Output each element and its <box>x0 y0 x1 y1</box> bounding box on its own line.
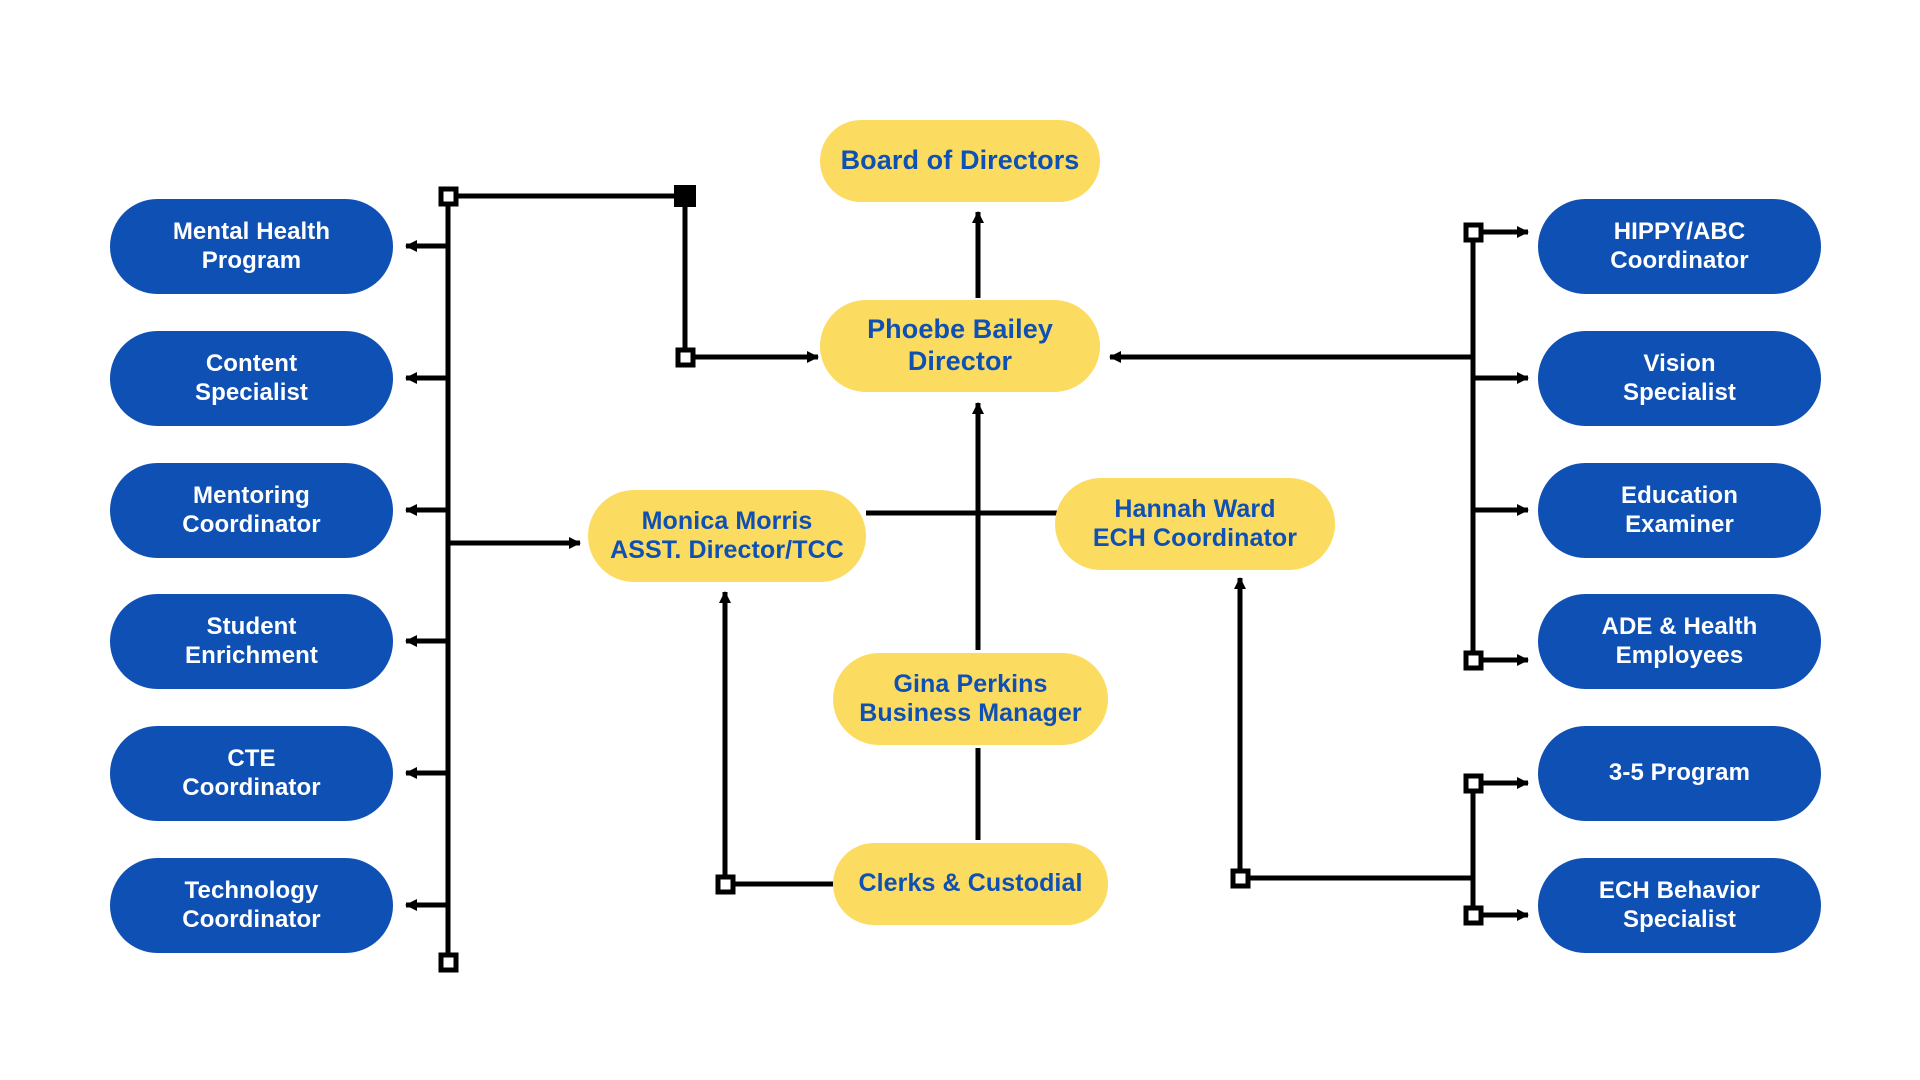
node-label-line2: Employees <box>1615 641 1744 669</box>
node-label-line1: Content <box>205 350 298 378</box>
node-gina-perkins[interactable]: Gina Perkins Business Manager <box>833 653 1108 745</box>
node-label-line1: CTE <box>227 745 276 773</box>
node-ade-health-employees[interactable]: ADE & Health Employees <box>1538 594 1821 689</box>
node-monica-morris[interactable]: Monica Morris ASST. Director/TCC <box>588 490 866 582</box>
endpoint-left-bus-elbow-top <box>674 185 696 207</box>
node-label-line2: Coordinator <box>1610 246 1749 274</box>
connector-endpoint-clerks-elbow <box>715 874 736 895</box>
node-label-line1: Student <box>206 613 297 641</box>
node-phoebe-bailey[interactable]: Phoebe Bailey Director <box>820 300 1100 392</box>
node-label-line1: ECH Behavior <box>1598 877 1761 905</box>
node-clerks-custodial[interactable]: Clerks & Custodial <box>833 843 1108 925</box>
endpoint-left-bus-elbow-bottom <box>675 347 696 368</box>
endpoint-left-bus-bottom <box>438 952 459 973</box>
node-label-line1: Clerks & Custodial <box>858 869 1083 898</box>
node-label-line2: Coordinator <box>182 905 321 933</box>
node-content-specialist[interactable]: Content Specialist <box>110 331 393 426</box>
node-hannah-ward[interactable]: Hannah Ward ECH Coordinator <box>1055 478 1335 570</box>
node-mentoring-coordinator[interactable]: Mentoring Coordinator <box>110 463 393 558</box>
node-label-line2: Specialist <box>1622 905 1737 933</box>
endpoint-right-bus-bottom <box>1463 650 1484 671</box>
node-label-line2: Program <box>201 246 302 274</box>
node-student-enrichment[interactable]: Student Enrichment <box>110 594 393 689</box>
node-education-examiner[interactable]: Education Examiner <box>1538 463 1821 558</box>
node-label-line1: Mentoring <box>193 482 310 510</box>
node-technology-coordinator[interactable]: Technology Coordinator <box>110 858 393 953</box>
endpoint-hannah-lower-elbow <box>1230 868 1251 889</box>
node-label-line1: HIPPY/ABC <box>1613 218 1746 246</box>
node-label-line1: Hannah Ward <box>1114 494 1276 523</box>
node-label-line2: Director <box>907 346 1013 376</box>
node-label-line1: Technology <box>184 877 319 905</box>
node-label-line1: 3-5 Program <box>1608 759 1751 787</box>
node-label-line1: ADE & Health <box>1601 613 1758 641</box>
node-label-line1: Gina Perkins <box>893 669 1048 698</box>
node-label-line2: Examiner <box>1625 510 1734 538</box>
node-label-line1: Vision <box>1643 350 1716 378</box>
node-label-line2: Specialist <box>1622 378 1737 406</box>
node-label-line1: Board of Directors <box>840 145 1080 176</box>
node-label-line2: Coordinator <box>182 510 321 538</box>
endpoint-lower-right-bus-bottom <box>1463 905 1484 926</box>
node-label-line2: Enrichment <box>184 641 319 669</box>
node-ech-behavior-specialist[interactable]: ECH Behavior Specialist <box>1538 858 1821 953</box>
node-3-5-program[interactable]: 3-5 Program <box>1538 726 1821 821</box>
node-label-line1: Phoebe Bailey <box>867 314 1053 345</box>
node-mental-health-program[interactable]: Mental Health Program <box>110 199 393 294</box>
endpoint-right-bus-top <box>1463 222 1484 243</box>
endpoint-left-bus-top <box>438 186 459 207</box>
node-label-line2: Business Manager <box>859 699 1082 727</box>
node-label-line1: Education <box>1621 482 1738 510</box>
node-label-line2: Specialist <box>194 378 309 406</box>
node-label-line2: ECH Coordinator <box>1092 524 1298 552</box>
node-label-line1: Mental Health <box>172 218 331 246</box>
node-vision-specialist[interactable]: Vision Specialist <box>1538 331 1821 426</box>
node-label-line2: ASST. Director/TCC <box>610 536 844 564</box>
node-hippy-abc-coordinator[interactable]: HIPPY/ABC Coordinator <box>1538 199 1821 294</box>
node-board-of-directors[interactable]: Board of Directors <box>820 120 1100 202</box>
node-label-line1: Monica Morris <box>641 506 813 535</box>
node-cte-coordinator[interactable]: CTE Coordinator <box>110 726 393 821</box>
node-label-line2: Coordinator <box>182 773 321 801</box>
endpoint-lower-right-bus-top <box>1463 773 1484 794</box>
